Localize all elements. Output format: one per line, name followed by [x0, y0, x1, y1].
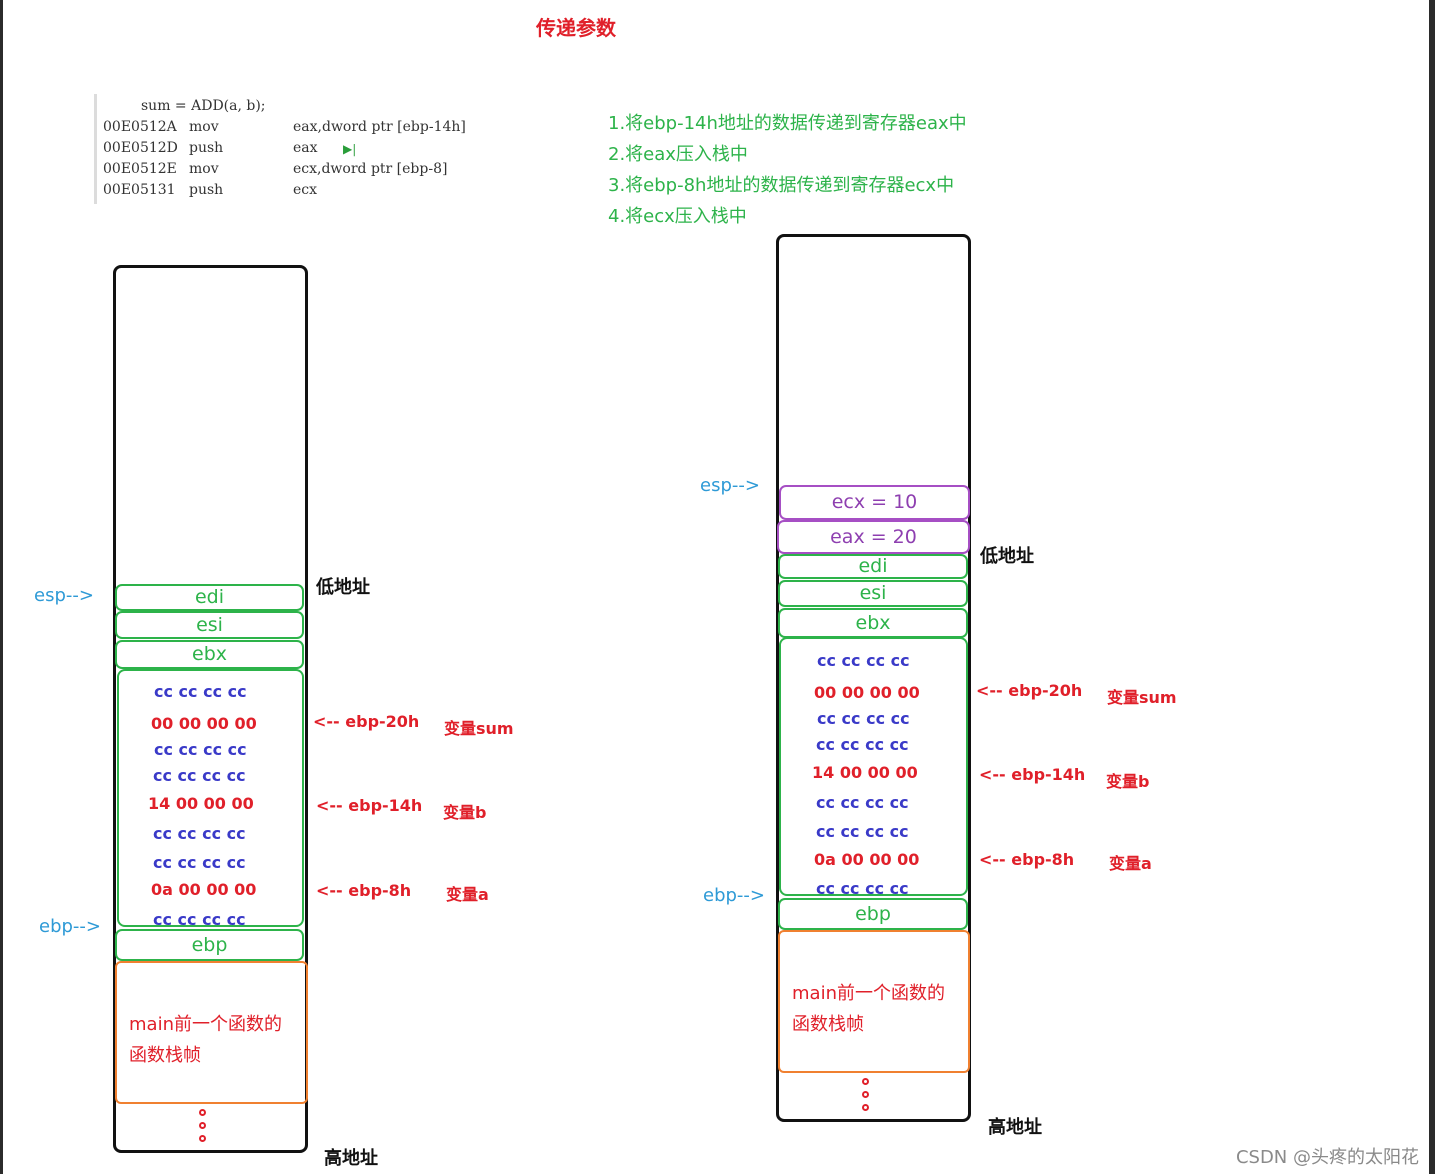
step-list: 1.将ebp-14h地址的数据传递到寄存器eax中 2.将eax压入栈中 3.将… [608, 108, 967, 232]
left-local-variable-area [117, 669, 304, 927]
left-esp-pointer: esp--> [34, 585, 94, 606]
asm-operand: ecx [293, 182, 318, 198]
frame-text-line: 函数栈帧 [129, 1045, 201, 1066]
asm-address: 00E0512A [103, 119, 177, 135]
left-low-address-label: 低地址 [316, 577, 370, 598]
left-esi-cell: esi [115, 611, 304, 639]
ellipsis-dot [199, 1109, 206, 1116]
left-mem-row: cc cc cc cc [154, 682, 247, 701]
left-ebp-14h-label: <-- ebp-14h [316, 796, 423, 815]
left-ebp-cell: ebp [115, 929, 304, 961]
right-var-a-label: 变量a [1109, 854, 1152, 873]
watermark: CSDN @头疼的太阳花 [1235, 1147, 1419, 1168]
right-stack-frame [776, 234, 971, 1122]
diagram-title: 传递参数 [536, 16, 616, 40]
step-over-icon: ▶| [343, 142, 357, 156]
asm-address: 00E0512E [103, 161, 177, 177]
right-mem-row: cc cc cc cc [816, 793, 909, 812]
asm-opcode: push [189, 182, 224, 198]
right-ebp-8h-label: <-- ebp-8h [979, 850, 1075, 869]
asm-address: 00E05131 [103, 182, 176, 198]
step-1: 1.将ebp-14h地址的数据传递到寄存器eax中 [608, 113, 967, 134]
right-frame-text: main前一个函数的 函数栈帧 [792, 978, 945, 1040]
step-3: 3.将ebp-8h地址的数据传递到寄存器ecx中 [608, 175, 955, 196]
right-esi-cell: esi [778, 580, 968, 607]
left-ebp-pointer: ebp--> [39, 916, 101, 937]
asm-opcode: push [189, 140, 224, 156]
right-mem-row: cc cc cc cc [817, 651, 910, 670]
left-mem-b: 14 00 00 00 [148, 794, 254, 813]
left-var-b-label: 变量b [443, 803, 487, 822]
step-2: 2.将eax压入栈中 [608, 144, 748, 165]
left-mem-row: cc cc cc cc [153, 910, 246, 929]
right-mem-sum: 00 00 00 00 [814, 683, 920, 702]
left-mem-row: cc cc cc cc [153, 766, 246, 785]
left-window-edge [0, 0, 3, 1174]
frame-text-line: 函数栈帧 [792, 1014, 864, 1035]
ellipsis-dot [199, 1122, 206, 1129]
left-high-address-label: 高地址 [324, 1148, 378, 1169]
left-mem-row: cc cc cc cc [153, 853, 246, 872]
right-window-edge [1429, 0, 1435, 1174]
left-var-sum-label: 变量sum [444, 719, 514, 738]
left-var-a-label: 变量a [446, 885, 489, 904]
left-ebp-8h-label: <-- ebp-8h [316, 881, 412, 900]
right-ebp-pointer: ebp--> [703, 885, 765, 906]
right-eax-pushed-cell: eax = 20 [777, 520, 970, 554]
right-ecx-pushed-cell: ecx = 10 [779, 485, 970, 520]
asm-opcode: mov [189, 119, 219, 135]
left-previous-frame [115, 961, 308, 1104]
ellipsis-dot [862, 1091, 869, 1098]
left-mem-row: cc cc cc cc [154, 740, 247, 759]
asm-operand: eax,dword ptr [ebp-14h] [293, 119, 466, 135]
asm-opcode: mov [189, 161, 219, 177]
left-ebp-20h-label: <-- ebp-20h [313, 712, 420, 731]
right-mem-a: 0a 00 00 00 [814, 850, 920, 869]
left-ebx-cell: ebx [115, 640, 304, 669]
ellipsis-dot [862, 1078, 869, 1085]
right-ebp-20h-label: <-- ebp-20h [976, 681, 1083, 700]
right-mem-row: cc cc cc cc [816, 822, 909, 841]
right-mem-row: cc cc cc cc [817, 709, 910, 728]
ellipsis-dot [862, 1104, 869, 1111]
left-mem-row: cc cc cc cc [153, 824, 246, 843]
left-mem-sum: 00 00 00 00 [151, 714, 257, 733]
assembly-listing: sum = ADD(a, b); 00E0512A mov eax,dword … [94, 94, 497, 204]
right-local-variable-area [779, 637, 968, 896]
right-edi-cell: edi [778, 554, 968, 579]
left-mem-a: 0a 00 00 00 [151, 880, 257, 899]
right-ebp-14h-label: <-- ebp-14h [979, 765, 1086, 784]
right-ebx-cell: ebx [778, 608, 968, 638]
right-ebp-cell: ebp [778, 898, 968, 930]
left-edi-cell: edi [115, 584, 304, 611]
right-low-address-label: 低地址 [980, 546, 1034, 567]
frame-text-line: main前一个函数的 [792, 983, 945, 1004]
right-var-b-label: 变量b [1106, 772, 1150, 791]
frame-text-line: main前一个函数的 [129, 1014, 282, 1035]
step-4: 4.将ecx压入栈中 [608, 206, 747, 227]
right-esp-pointer: esp--> [700, 475, 760, 496]
asm-operand: eax [293, 140, 318, 156]
asm-address: 00E0512D [103, 140, 178, 156]
ellipsis-dot [199, 1135, 206, 1142]
right-mem-b: 14 00 00 00 [812, 763, 918, 782]
right-previous-frame [778, 930, 970, 1073]
left-frame-text: main前一个函数的 函数栈帧 [129, 1009, 282, 1071]
left-stack-frame [113, 265, 308, 1153]
asm-source-text: sum = ADD(a, b); [141, 98, 266, 114]
right-var-sum-label: 变量sum [1107, 688, 1177, 707]
right-mem-row: cc cc cc cc [816, 735, 909, 754]
right-mem-row: cc cc cc cc [816, 879, 909, 898]
right-high-address-label: 高地址 [988, 1117, 1042, 1138]
asm-operand: ecx,dword ptr [ebp-8] [293, 161, 448, 177]
